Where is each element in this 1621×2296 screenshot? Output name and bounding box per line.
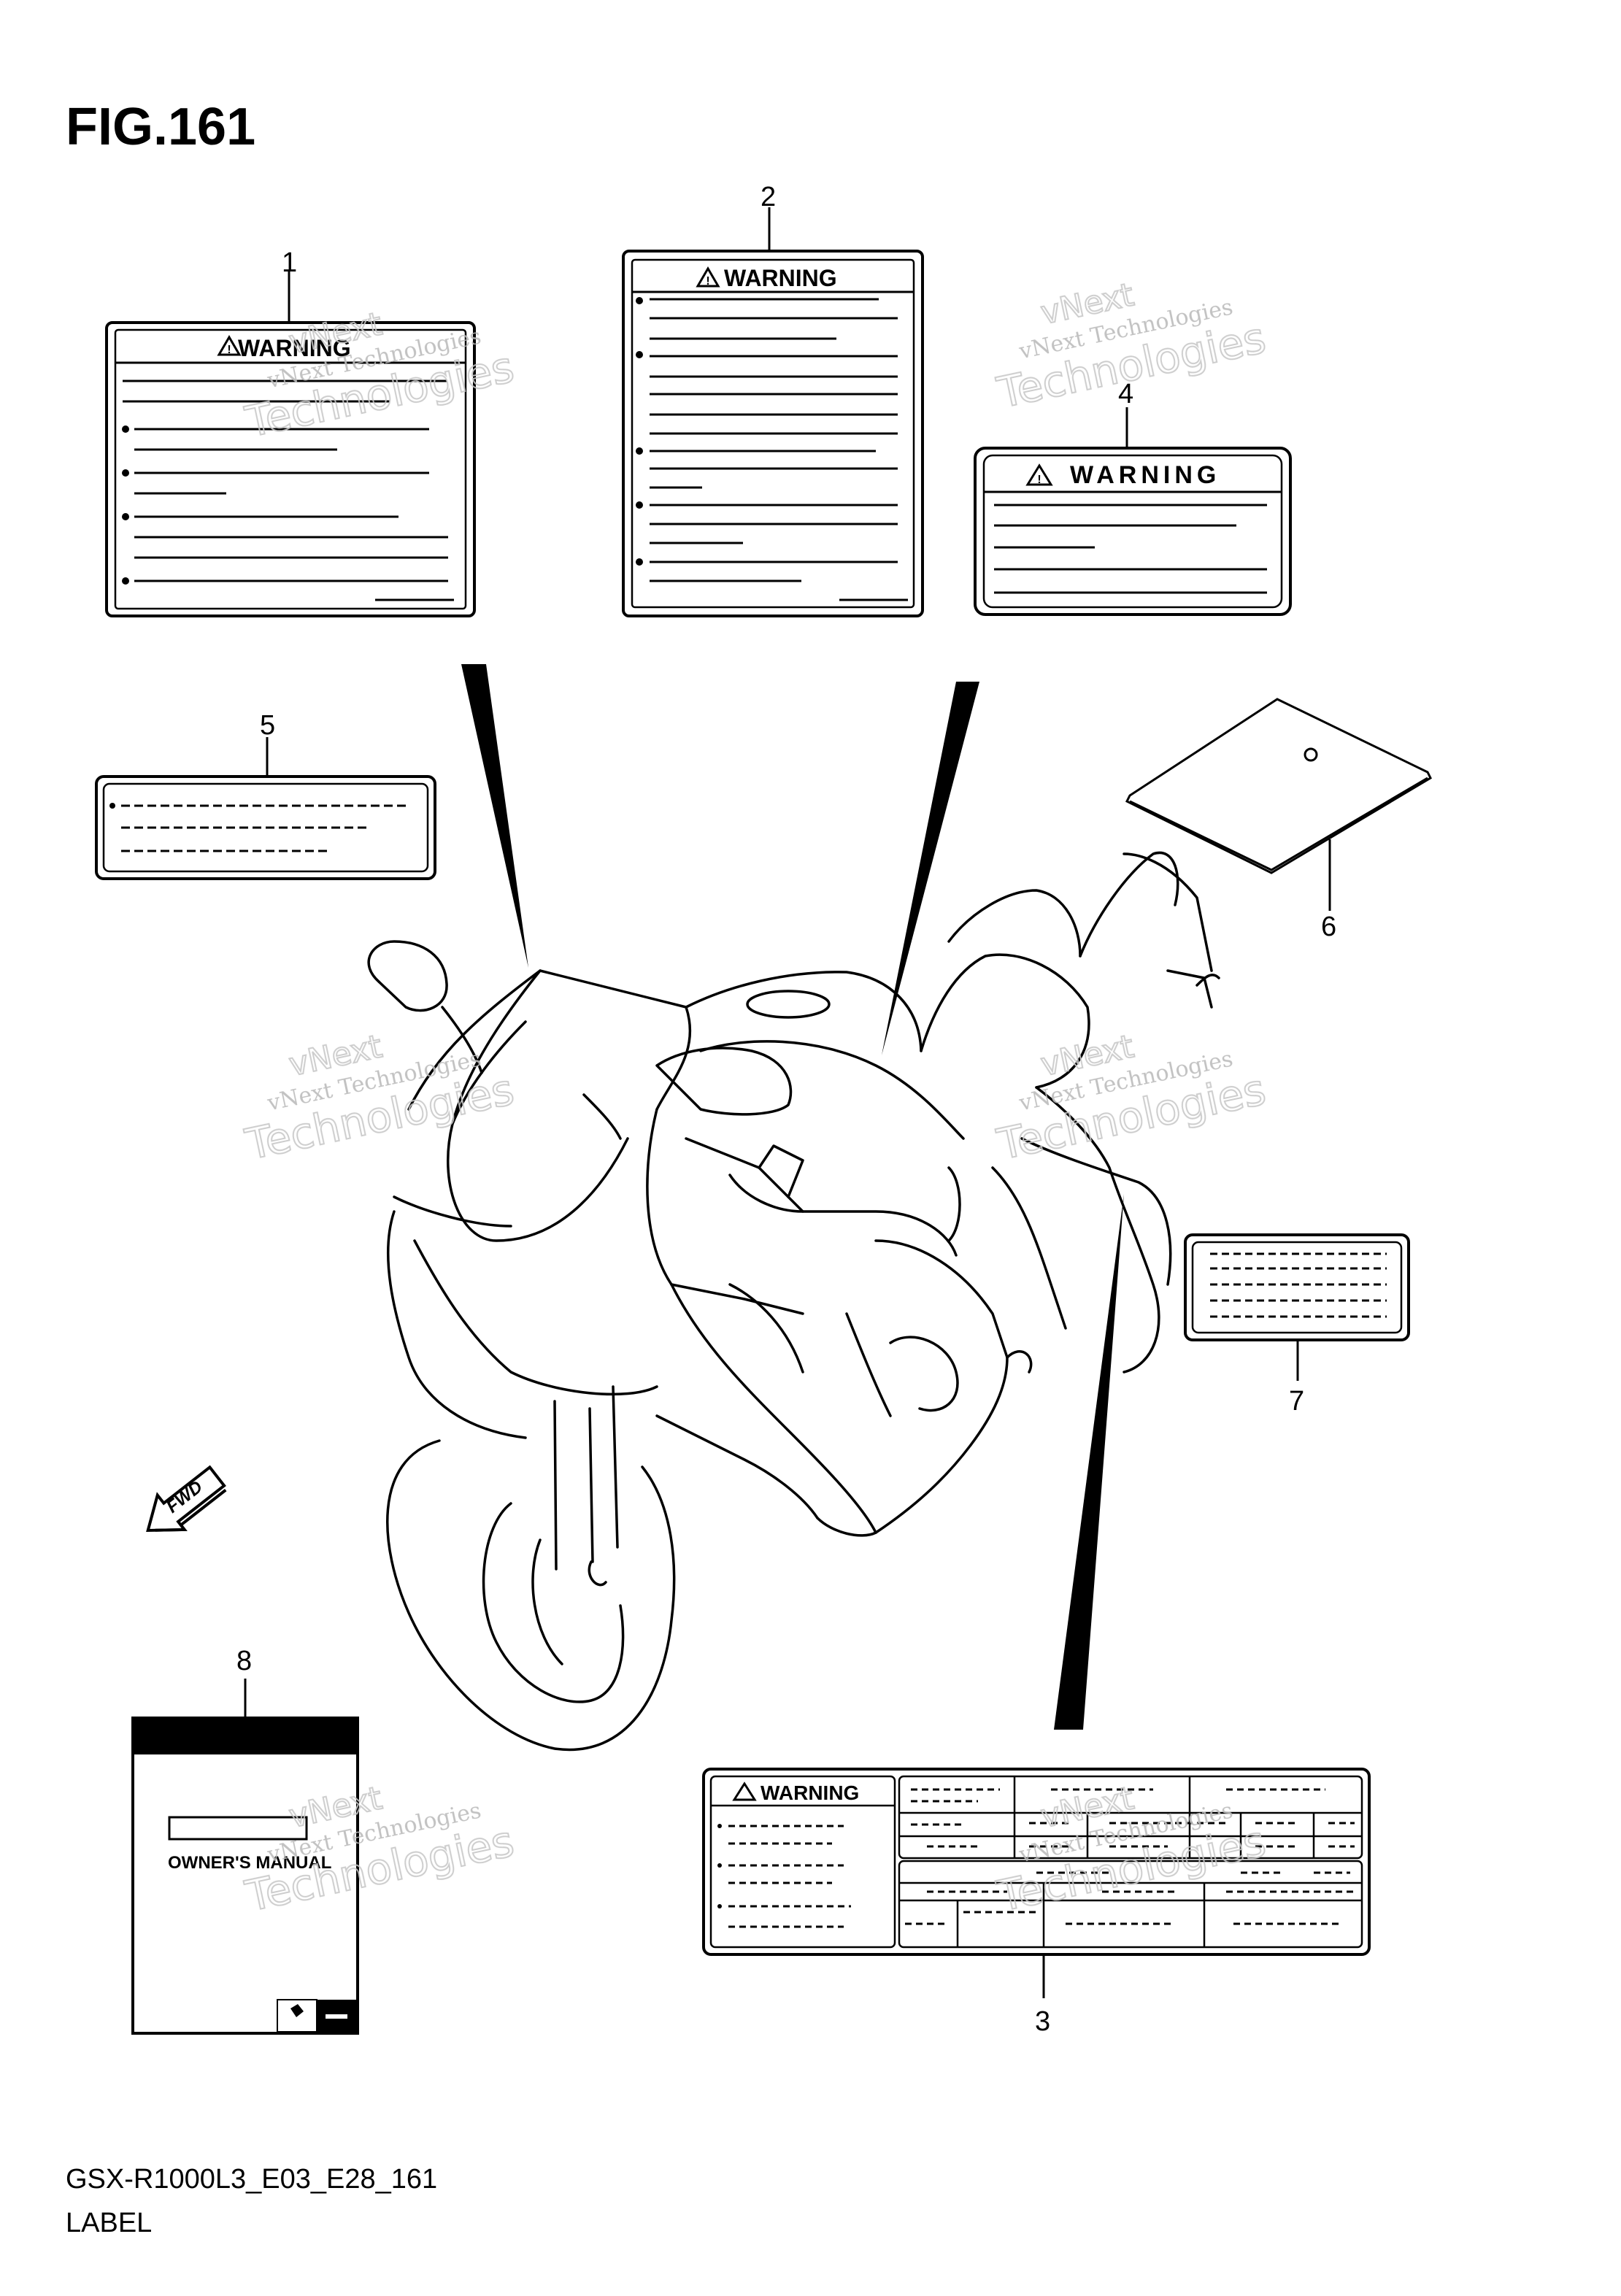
leader-wedge-1 xyxy=(461,664,528,968)
callout-6: 6 xyxy=(1321,912,1336,942)
fwd-direction-arrow xyxy=(146,1465,227,1532)
leader-wedge-2 xyxy=(882,682,979,1055)
label-6[interactable] xyxy=(1125,698,1432,874)
owners-manual-text: OWNER'S MANUAL xyxy=(168,1853,331,1873)
owners-manual-book[interactable] xyxy=(131,1717,359,2035)
callout-8: 8 xyxy=(236,1646,252,1676)
label-2-warning[interactable]: ! xyxy=(622,250,924,617)
watermark-group: vNext vNext Technologies Technologies vN… xyxy=(240,275,1271,1922)
callout-7: 7 xyxy=(1289,1386,1304,1417)
svg-text:!: ! xyxy=(1037,474,1041,486)
callout-5: 5 xyxy=(260,710,275,741)
svg-text:!: ! xyxy=(227,344,231,356)
diagram-code: GSX-R1000L3_E03_E28_161 xyxy=(66,2164,437,2195)
label-5[interactable] xyxy=(95,775,436,880)
motorcycle-outline xyxy=(367,851,1220,1752)
label-1-warning-text: WARNING xyxy=(238,335,351,361)
callout-1: 1 xyxy=(282,247,297,278)
label-4-warning[interactable]: ! xyxy=(974,447,1292,616)
figure-title: FIG.161 xyxy=(66,98,255,156)
label-1-warning[interactable]: ! xyxy=(105,321,476,617)
label-2-warning-text: WARNING xyxy=(724,265,837,291)
label-3-warning[interactable] xyxy=(702,1768,1371,1956)
label-7[interactable] xyxy=(1184,1233,1410,1341)
callout-4: 4 xyxy=(1118,379,1133,409)
leader-wedge-3 xyxy=(1054,1194,1124,1730)
diagram-caption: LABEL xyxy=(66,2208,152,2238)
label-3-warning-text: WARNING xyxy=(761,1781,859,1804)
label-4-warning-text: WARNING xyxy=(1070,461,1220,489)
callout-3: 3 xyxy=(1035,2006,1050,2037)
svg-text:!: ! xyxy=(706,275,709,288)
callout-2: 2 xyxy=(761,182,776,212)
